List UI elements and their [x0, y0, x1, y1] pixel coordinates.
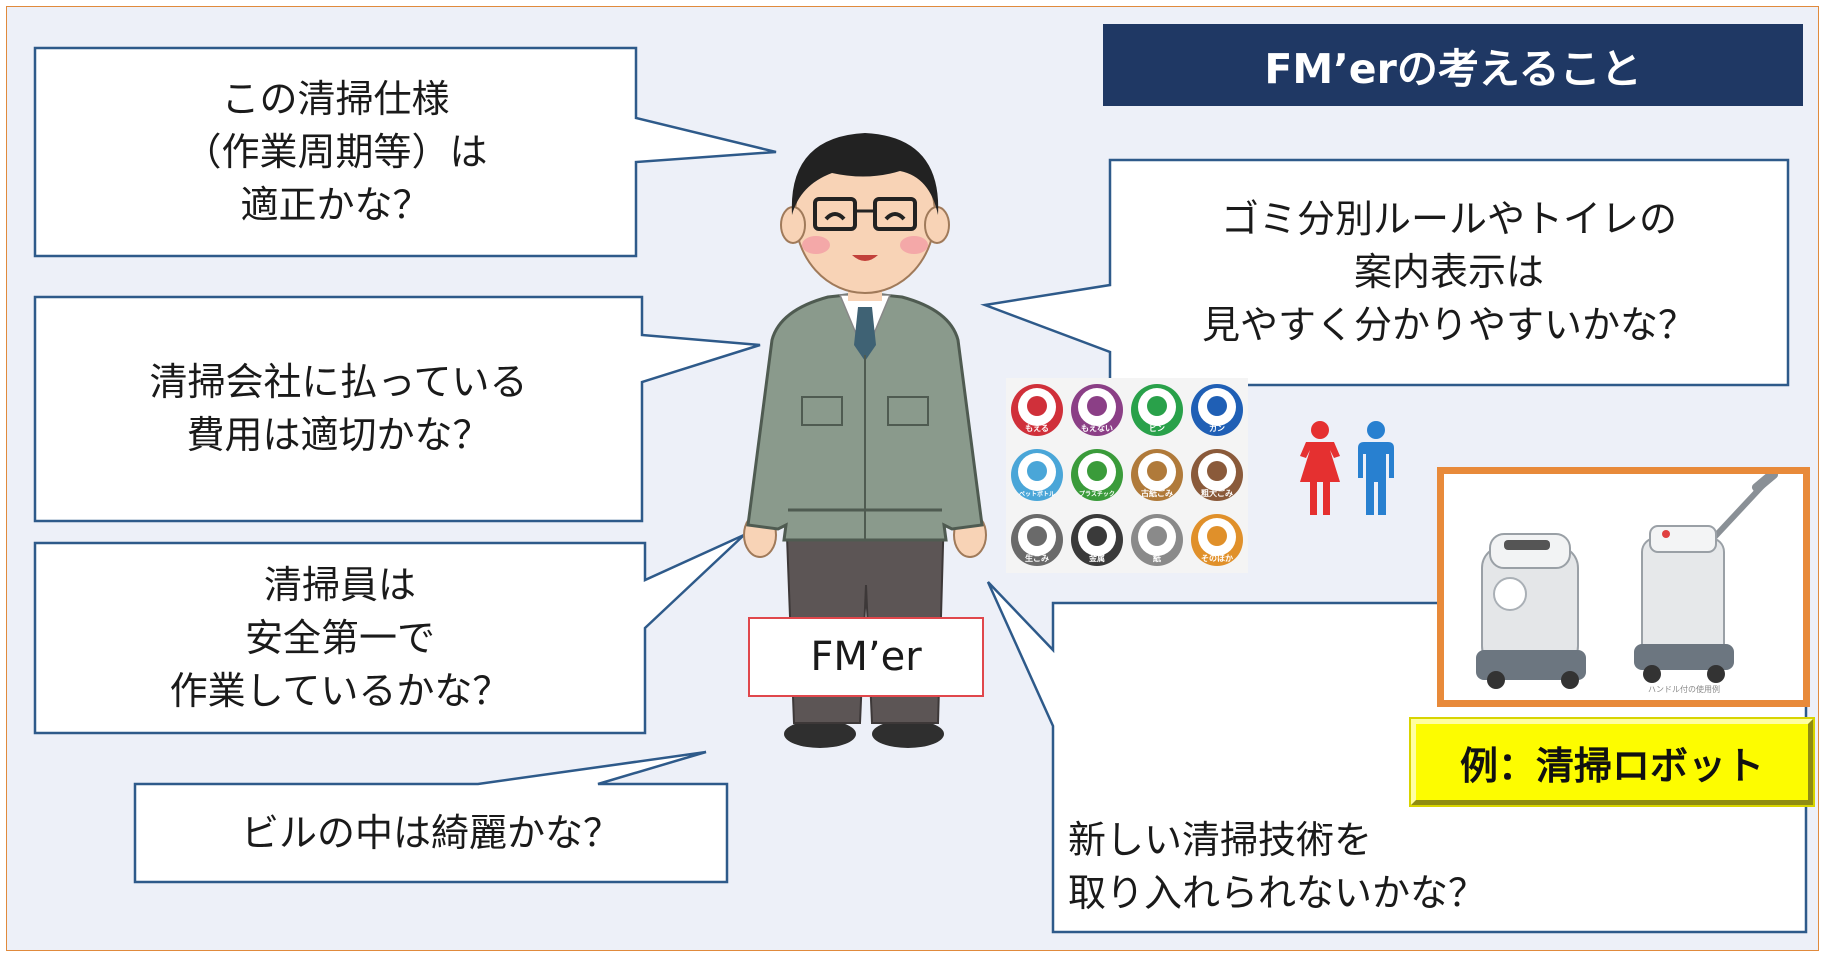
waste-icon-label: 生ごみ: [1025, 553, 1049, 563]
waste-sorting-icons: もえる もえない ビン カンペットボトル プラスチック 古紙ごみ 粗大ごみ生ごみ 金属 紙 そのほ…: [1006, 378, 1248, 573]
waste-icon-label: ペットボトル: [1019, 490, 1055, 498]
waste-icon-label: 粗大ごみ: [1201, 488, 1233, 498]
paper-icon: 紙: [1131, 514, 1183, 566]
bubble-text-building-clean: ビルの中は綺麗かな？: [240, 810, 621, 855]
fishbone-icon: 生ごみ: [1011, 514, 1063, 566]
pet-bottle-icon: ペットボトル: [1011, 449, 1063, 501]
waste-icon-label: 紙: [1153, 553, 1161, 563]
robot-caption: 例：清掃ロボット: [1459, 743, 1764, 788]
cleaning-robot-photo: ハンドル付の使用例: [1437, 467, 1810, 707]
bubble-text-cleaning-spec: この清掃仕様 （作業周期等）は 適正かな？: [183, 76, 488, 227]
female-icon: [1300, 421, 1340, 515]
robot-caption-box: 例：清掃ロボット: [1409, 717, 1815, 807]
bucket-icon: プラスチック: [1071, 449, 1123, 501]
bubble-text-worker-safety: 清掃員は 安全第一で 作業しているかな？: [169, 562, 511, 713]
bubble-text-signage: ゴミ分別ルールやトイレの 案内表示は 見やすく分かりやすいかな？: [1201, 196, 1696, 347]
waste-icon-label: ビン: [1149, 423, 1165, 433]
bubble-cost: [33, 295, 761, 523]
waste-icon-label: もえない: [1081, 424, 1113, 433]
page-title: FM’erの考えること: [1264, 45, 1642, 93]
restroom-sign-icon: [1300, 421, 1394, 515]
robot-left: [1476, 533, 1586, 689]
bubble-text-cost: 清掃会社に払っている 費用は適切かな？: [149, 360, 528, 457]
waste-icon-label: プラスチック: [1079, 490, 1115, 498]
bubble-cleaning-spec: [33, 46, 777, 258]
robot-illustration: ハンドル付の使用例: [1476, 469, 1779, 694]
waste-icon-label: 金属: [1088, 553, 1105, 563]
bubble-text-new-tech: 新しい清掃技術を 取り入れられないかな？: [1068, 818, 1487, 915]
bottle-icon: ビン: [1131, 384, 1183, 436]
trash-can-icon: そのほか: [1191, 514, 1243, 566]
waste-icon-label: もえる: [1025, 424, 1049, 433]
bubble-worker-safety: [33, 533, 745, 735]
can-icon: カン: [1191, 384, 1243, 436]
waste-icon-label: 古紙ごみ: [1141, 488, 1173, 498]
title-bar: FM’erの考えること: [1103, 24, 1803, 106]
waste-icon-label: カン: [1209, 424, 1225, 433]
bubble-building-clean: [133, 750, 729, 884]
fm-er-label: FM’er: [748, 617, 984, 697]
bubble-signage: [980, 158, 1790, 387]
robot-right: ハンドル付の使用例: [1634, 469, 1779, 694]
bulky-waste-icon: 粗大ごみ: [1191, 449, 1243, 501]
old-paper-icon: 古紙ごみ: [1131, 449, 1183, 501]
male-icon: [1358, 421, 1394, 515]
crossed-flame-icon: もえない: [1071, 384, 1123, 436]
flame-icon: もえる: [1011, 384, 1063, 436]
robot-note: ハンドル付の使用例: [1648, 684, 1720, 694]
fm-er-text: FM’er: [810, 634, 922, 680]
waste-icon-label: そのほか: [1201, 554, 1233, 563]
pan-icon: 金属: [1071, 514, 1123, 566]
